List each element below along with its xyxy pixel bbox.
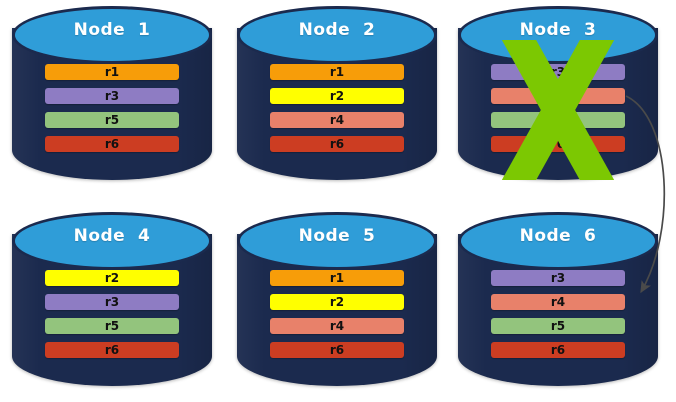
node-1-replica-r5-label: r5 xyxy=(104,113,120,127)
node-5-replica-r4[interactable]: r4 xyxy=(270,318,404,334)
node-6-replica-r4[interactable]: r4 xyxy=(491,294,625,310)
node-4-replica-r2[interactable]: r2 xyxy=(45,270,179,286)
node-1-cylinder-top xyxy=(12,6,212,64)
node-2-replica-r6[interactable]: r6 xyxy=(270,136,404,152)
node-2-replica-r2-label: r2 xyxy=(329,89,345,103)
node-1-replica-r6[interactable]: r6 xyxy=(45,136,179,152)
node-2-replica-list: r1 r2 r4 r6 xyxy=(270,64,404,160)
node-3-title: Node 3 xyxy=(519,20,597,40)
node-2-title: Node 2 xyxy=(298,20,376,40)
node-5-replica-r2-label: r2 xyxy=(329,295,345,309)
node-6-title: Node 6 xyxy=(519,226,597,246)
node-2-replica-r4[interactable]: r4 xyxy=(270,112,404,128)
node-1[interactable]: Node 1 r1 r3 r5 r6 xyxy=(12,6,212,190)
node-3-replica-r5-label: r5 xyxy=(550,113,566,127)
node-2-replica-r6-label: r6 xyxy=(329,137,345,151)
node-4-replica-r3[interactable]: r3 xyxy=(45,294,179,310)
node-1-replica-r1-label: r1 xyxy=(104,65,120,79)
node-4-title: Node 4 xyxy=(73,226,151,246)
node-6-replica-r6[interactable]: r6 xyxy=(491,342,625,358)
node-4-cylinder-top xyxy=(12,212,212,270)
node-5-replica-r1-label: r1 xyxy=(329,271,345,285)
node-1-replica-r6-label: r6 xyxy=(104,137,120,151)
node-1-replica-r3-label: r3 xyxy=(104,89,120,103)
node-2-replica-r2[interactable]: r2 xyxy=(270,88,404,104)
node-1-replica-r5[interactable]: r5 xyxy=(45,112,179,128)
node-6[interactable]: Node 6 r3 r4 r5 r6 xyxy=(458,212,658,396)
node-6-replica-r3[interactable]: r3 xyxy=(491,270,625,286)
node-3-replica-list: r3 r4 r5 r6 xyxy=(491,64,625,160)
node-2-cylinder-top xyxy=(237,6,437,64)
node-4-replica-r5[interactable]: r5 xyxy=(45,318,179,334)
node-6-replica-r3-label: r3 xyxy=(550,271,566,285)
node-6-replica-list: r3 r4 r5 r6 xyxy=(491,270,625,366)
node-3-replica-r5[interactable]: r5 xyxy=(491,112,625,128)
node-2[interactable]: Node 2 r1 r2 r4 r6 xyxy=(237,6,437,190)
node-6-replica-r5[interactable]: r5 xyxy=(491,318,625,334)
node-4-replica-r6-label: r6 xyxy=(104,343,120,357)
node-3-replica-r3[interactable]: r3 xyxy=(491,64,625,80)
node-4-replica-r2-label: r2 xyxy=(104,271,120,285)
node-3-replica-r6[interactable]: r6 xyxy=(491,136,625,152)
node-6-replica-r4-label: r4 xyxy=(550,295,566,309)
node-4-replica-r6[interactable]: r6 xyxy=(45,342,179,358)
node-5-cylinder-top xyxy=(237,212,437,270)
node-2-replica-r1-label: r1 xyxy=(329,65,345,79)
node-6-replica-r5-label: r5 xyxy=(550,319,566,333)
node-1-replica-r1[interactable]: r1 xyxy=(45,64,179,80)
node-5-replica-list: r1 r2 r4 r6 xyxy=(270,270,404,366)
node-4-replica-r5-label: r5 xyxy=(104,319,120,333)
node-5-replica-r1[interactable]: r1 xyxy=(270,270,404,286)
node-1-replica-list: r1 r3 r5 r6 xyxy=(45,64,179,160)
node-5-replica-r6[interactable]: r6 xyxy=(270,342,404,358)
node-5-replica-r6-label: r6 xyxy=(329,343,345,357)
node-5-replica-r4-label: r4 xyxy=(329,319,345,333)
node-3-replica-r6-label: r6 xyxy=(550,137,566,151)
node-1-replica-r3[interactable]: r3 xyxy=(45,88,179,104)
node-5-title: Node 5 xyxy=(298,226,376,246)
node-4-replica-r3-label: r3 xyxy=(104,295,120,309)
node-3[interactable]: Node 3 r3 r4 r5 r6 xyxy=(458,6,658,190)
node-4-replica-list: r2 r3 r5 r6 xyxy=(45,270,179,366)
node-2-replica-r4-label: r4 xyxy=(329,113,345,127)
node-6-replica-r6-label: r6 xyxy=(550,343,566,357)
node-3-replica-r3-label: r3 xyxy=(550,65,566,79)
node-5[interactable]: Node 5 r1 r2 r4 r6 xyxy=(237,212,437,396)
node-3-replica-r4[interactable]: r4 xyxy=(491,88,625,104)
node-3-replica-r4-label: r4 xyxy=(550,89,566,103)
node-4[interactable]: Node 4 r2 r3 r5 r6 xyxy=(12,212,212,396)
node-2-replica-r1[interactable]: r1 xyxy=(270,64,404,80)
node-5-replica-r2[interactable]: r2 xyxy=(270,294,404,310)
node-1-title: Node 1 xyxy=(73,20,151,40)
